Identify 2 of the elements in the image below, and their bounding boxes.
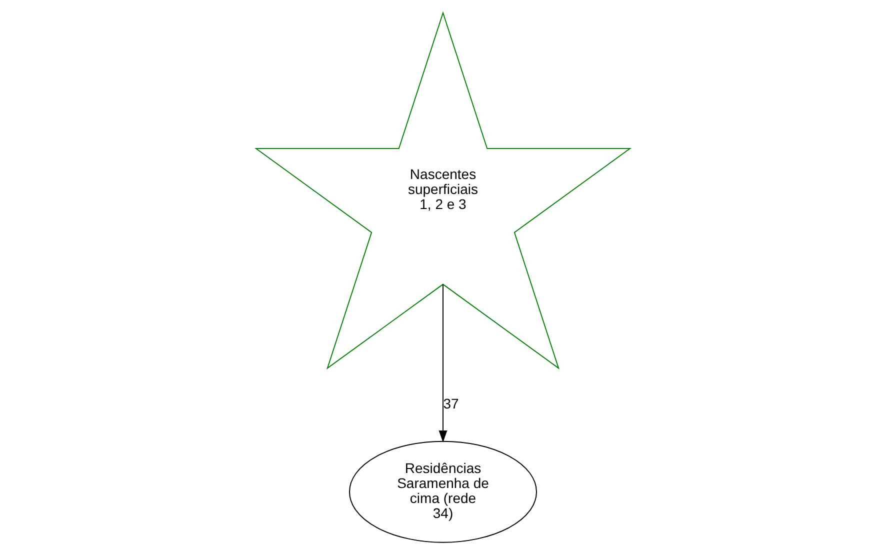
edge-label: 37 [442,396,458,412]
node-ellipse: Residências Saramenha de cima (rede 34) [348,440,536,543]
